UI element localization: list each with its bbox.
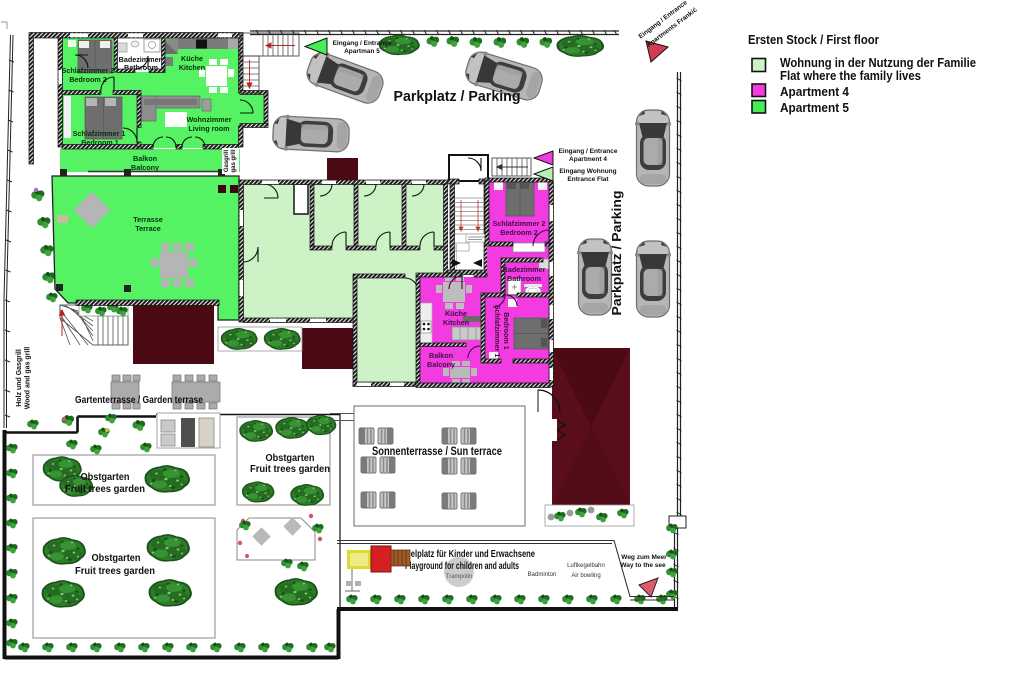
svg-text:Eingang / Entrance: Eingang / Entrance <box>559 148 618 155</box>
svg-text:Balcony: Balcony <box>131 163 159 172</box>
svg-text:Entrance Flat: Entrance Flat <box>567 176 609 183</box>
svg-text:Air bowling: Air bowling <box>571 573 600 579</box>
svg-text:Bedroom 2: Bedroom 2 <box>500 228 538 237</box>
svg-text:Gasgrill: Gasgrill <box>224 149 230 172</box>
svg-text:Fruit trees garden: Fruit trees garden <box>250 464 330 475</box>
svg-text:Eingang Wohnung: Eingang Wohnung <box>559 168 616 175</box>
svg-text:Schlafzimmer 1: Schlafzimmer 1 <box>493 305 502 358</box>
svg-text:Badezimmer: Badezimmer <box>503 265 546 274</box>
svg-text:Playground for children and ad: Playground for children and adults <box>405 560 519 572</box>
svg-text:Eingang / Entrance: Eingang / Entrance <box>333 40 392 47</box>
svg-text:Balkon: Balkon <box>429 351 453 360</box>
svg-text:Obstgarten: Obstgarten <box>81 472 130 483</box>
svg-text:Apartman 5: Apartman 5 <box>344 48 380 55</box>
svg-text:Apartment 4: Apartment 4 <box>780 84 850 99</box>
svg-text:Obstgarten: Obstgarten <box>266 453 315 464</box>
svg-text:Schlafzimmer 2: Schlafzimmer 2 <box>62 66 115 75</box>
svg-text:Wohnung in der Nutzung der Fam: Wohnung in der Nutzung der Familie <box>780 55 976 70</box>
svg-text:Apartment 4: Apartment 4 <box>569 156 607 163</box>
svg-text:gas grill: gas grill <box>231 149 237 172</box>
svg-text:Balkon: Balkon <box>133 154 157 163</box>
svg-text:Way to the see: Way to the see <box>620 562 666 569</box>
svg-text:Terrace: Terrace <box>135 224 160 233</box>
svg-text:Bedroom 1: Bedroom 1 <box>502 312 511 350</box>
svg-text:Balcony: Balcony <box>427 360 455 369</box>
svg-text:Ersten Stock / First floor: Ersten Stock / First floor <box>748 32 879 47</box>
svg-text:Gartenterrasse / Garden terras: Gartenterrasse / Garden terrase <box>75 394 203 406</box>
svg-text:Weg zum Meer: Weg zum Meer <box>621 554 667 561</box>
svg-text:Badminton: Badminton <box>528 572 557 578</box>
svg-text:Fruit trees garden: Fruit trees garden <box>75 566 155 577</box>
svg-text:Kitchen: Kitchen <box>443 318 469 327</box>
svg-text:Kitchen: Kitchen <box>179 63 205 72</box>
svg-text:Bedroom 1: Bedroom 1 <box>81 138 119 147</box>
svg-text:Bedroom 2: Bedroom 2 <box>69 75 107 84</box>
svg-text:Parkplatz / Parking: Parkplatz / Parking <box>394 89 521 105</box>
svg-text:Holz und Gasgrill: Holz und Gasgrill <box>16 349 23 407</box>
svg-text:Terrasse: Terrasse <box>133 215 162 224</box>
svg-text:Apartment 5: Apartment 5 <box>780 100 849 115</box>
svg-text:Luftkegelbahn: Luftkegelbahn <box>567 563 605 569</box>
svg-text:Flat where the family lives: Flat where the family lives <box>780 68 921 83</box>
svg-text:Schlafzimmer 1: Schlafzimmer 1 <box>73 129 126 138</box>
svg-text:Obstgarten: Obstgarten <box>92 553 141 564</box>
svg-text:Living room: Living room <box>188 124 229 133</box>
svg-text:Trampolin: Trampolin <box>446 574 472 580</box>
svg-text:Wohnzimmer: Wohnzimmer <box>187 115 232 124</box>
svg-text:Spielplatz für Kinder und Erw: Spielplatz für Kinder und Erwachsene <box>399 548 535 560</box>
svg-text:Bathroom: Bathroom <box>507 274 541 283</box>
svg-text:Fruit trees garden: Fruit trees garden <box>65 484 145 495</box>
svg-text:Sonnenterrasse / Sun terrace: Sonnenterrasse / Sun terrace <box>372 446 502 458</box>
svg-text:Schlafzimmer 2: Schlafzimmer 2 <box>493 219 546 228</box>
svg-text:Badezimmer: Badezimmer <box>119 55 162 64</box>
svg-text:Parkplatz / Parking: Parkplatz / Parking <box>609 190 624 315</box>
svg-text:Küche: Küche <box>181 54 203 63</box>
svg-text:Küche: Küche <box>445 309 467 318</box>
svg-text:Wood and gas grill: Wood and gas grill <box>25 347 32 410</box>
